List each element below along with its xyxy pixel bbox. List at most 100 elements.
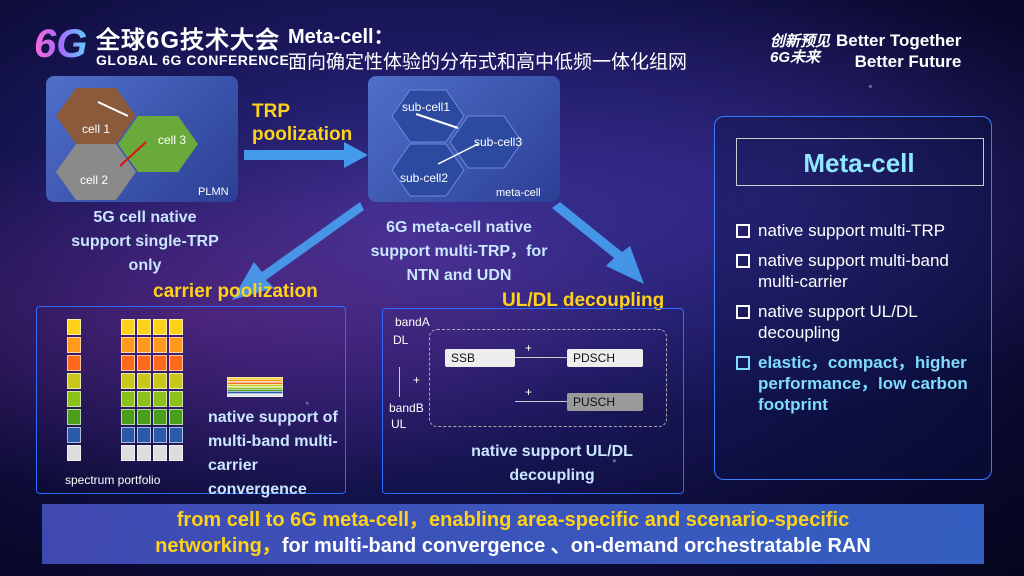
- feature-text: native support multi-band multi-carrier: [758, 251, 949, 291]
- carrier-grid-block: [169, 337, 183, 353]
- carrier-poolization-label: carrier poolization: [153, 281, 318, 302]
- carrier-grid-block: [169, 409, 183, 425]
- conference-name-en: GLOBAL 6G CONFERENCE: [96, 52, 290, 68]
- conference-name-cn: 全球6G技术大会: [96, 27, 281, 54]
- trp-label-line2: poolization: [252, 124, 353, 145]
- carrier-grid-block: [153, 409, 167, 425]
- cell-caption-line1: 5G cell native: [93, 209, 197, 226]
- spectrum-portfolio-label: spectrum portfolio: [65, 473, 161, 487]
- arrow-to-uldl-icon: [552, 202, 644, 284]
- meta-cell-panel: sub-cell1 sub-cell3 sub-cell2 meta-cell: [368, 76, 560, 202]
- carrier-grid-block: [153, 319, 167, 335]
- carrier-grid-block: [137, 409, 151, 425]
- carrier-grid-block: [137, 373, 151, 389]
- hex-cell2: [56, 144, 136, 200]
- banner-line2-rest: for multi-band convergence 、on-demand or…: [281, 535, 871, 557]
- trp-label: TRP poolization: [252, 100, 352, 146]
- meta-cell-feature-panel: [714, 116, 992, 480]
- carrier-grid-block: [169, 319, 183, 335]
- carrier-block: [67, 319, 81, 335]
- carrier-grid-block: [169, 391, 183, 407]
- label-ul: UL: [391, 417, 407, 431]
- carrier-grid-block: [153, 391, 167, 407]
- arrow-to-carrier-icon: [232, 202, 364, 300]
- carrier-block: [67, 427, 81, 443]
- cell-hexagons: [56, 88, 198, 200]
- carrier-box: spectrum portfolio: [36, 306, 346, 494]
- label-sub-cell1: sub-cell1: [402, 100, 451, 114]
- trp-label-line1: TRP: [252, 101, 290, 122]
- carrier-grid-block: [137, 427, 151, 443]
- meta-caption-line1: 6G meta-cell native: [386, 219, 532, 236]
- plus-sign-top: +: [525, 341, 533, 355]
- carrier-caption: native support of multi-band multi- carr…: [208, 406, 368, 502]
- carrier-grid-block: [121, 373, 135, 389]
- pusch-block: PUSCH: [567, 393, 643, 411]
- hex-cell3: [118, 116, 198, 172]
- carrier-block: [67, 373, 81, 389]
- plus-sign-mid: +: [525, 385, 533, 399]
- slogan-cn-line1: 创新预见: [770, 33, 831, 50]
- label-sub-cell2: sub-cell2: [400, 171, 449, 185]
- uldl-caption-line1: native support UL/DL: [471, 443, 633, 460]
- carrier-grid-block: [169, 373, 183, 389]
- carrier-grid-block: [121, 427, 135, 443]
- trp-arrow-icon: [244, 142, 368, 168]
- band-divider: [399, 367, 400, 397]
- label-cell3: cell 3: [158, 133, 187, 147]
- carrier-grid-block: [121, 319, 135, 335]
- converged-band: [227, 393, 283, 397]
- label-sub-cell3: sub-cell3: [474, 135, 523, 149]
- checkbox-icon: [736, 356, 750, 370]
- meta-caption-line2: support multi-TRP，for: [370, 243, 548, 260]
- plus-sign-left: +: [413, 373, 421, 387]
- arrow-cell2-cell3: [119, 141, 147, 167]
- carrier-grid-block: [153, 355, 167, 371]
- label-dl: DL: [393, 333, 409, 347]
- slogan-cn: 创新预见 6G未来: [770, 34, 830, 66]
- carrier-grid-block: [153, 373, 167, 389]
- carrier-grid-block: [137, 355, 151, 371]
- meta-caption-line3: NTN and UDN: [406, 267, 512, 284]
- channel-group: [429, 329, 667, 427]
- feature-text: elastic，compact，higher performance，low c…: [758, 353, 968, 414]
- pdsch-block: PDSCH: [567, 349, 643, 367]
- carrier-caption-line3: carrier: [208, 457, 258, 474]
- carrier-grid-block: [169, 427, 183, 443]
- carrier-caption-line4: convergence: [208, 481, 307, 498]
- uldl-label: UL/DL decoupling: [502, 290, 665, 311]
- panel-title: Meta-cell: [803, 148, 915, 178]
- carrier-block: [67, 445, 81, 461]
- feature-item: native support UL/DL decoupling: [736, 301, 991, 343]
- carrier-grid-block: [153, 427, 167, 443]
- feature-text: native support UL/DL decoupling: [758, 302, 918, 342]
- checkbox-icon: [736, 254, 750, 268]
- label-banda: bandA: [395, 315, 430, 329]
- ssb-pdsch-link: [515, 357, 567, 358]
- uldl-caption: native support UL/DL decoupling: [440, 440, 664, 488]
- label-cell2: cell 2: [80, 173, 109, 187]
- feature-item-highlight: elastic，compact，higher performance，low c…: [736, 352, 991, 415]
- meta-caption: 6G meta-cell native support multi-TRP，fo…: [352, 216, 566, 288]
- uldl-box: bandA DL + bandB UL SSB + PDSCH + PUSCH: [382, 308, 684, 494]
- carrier-block: [67, 355, 81, 371]
- label-plmn: PLMN: [198, 186, 229, 198]
- banner-line1: from cell to 6G meta-cell，enabling area-…: [176, 509, 850, 531]
- carrier-grid-block: [121, 391, 135, 407]
- meta-hexagons: [391, 89, 523, 197]
- feature-text: native support multi-TRP: [758, 221, 946, 240]
- slide-title: Meta-cell：: [288, 26, 394, 48]
- arrow-sub1-sub3: [415, 113, 459, 129]
- feature-list: native support multi-TRP native support …: [736, 220, 991, 424]
- hex-sub1: [391, 89, 465, 143]
- ssb-block: SSB: [445, 349, 515, 367]
- checkbox-icon: [736, 305, 750, 319]
- cell-panel: cell 1 cell 3 cell 2 PLMN: [46, 76, 238, 202]
- slogan-en: Better Together Better Future: [836, 30, 961, 72]
- carrier-grid-block: [169, 445, 183, 461]
- carrier-grid-block: [121, 337, 135, 353]
- slogan-en-line2: Better Future: [854, 52, 962, 71]
- carrier-block: [67, 409, 81, 425]
- carrier-caption-line1: native support of: [208, 409, 338, 426]
- carrier-grid-block: [137, 319, 151, 335]
